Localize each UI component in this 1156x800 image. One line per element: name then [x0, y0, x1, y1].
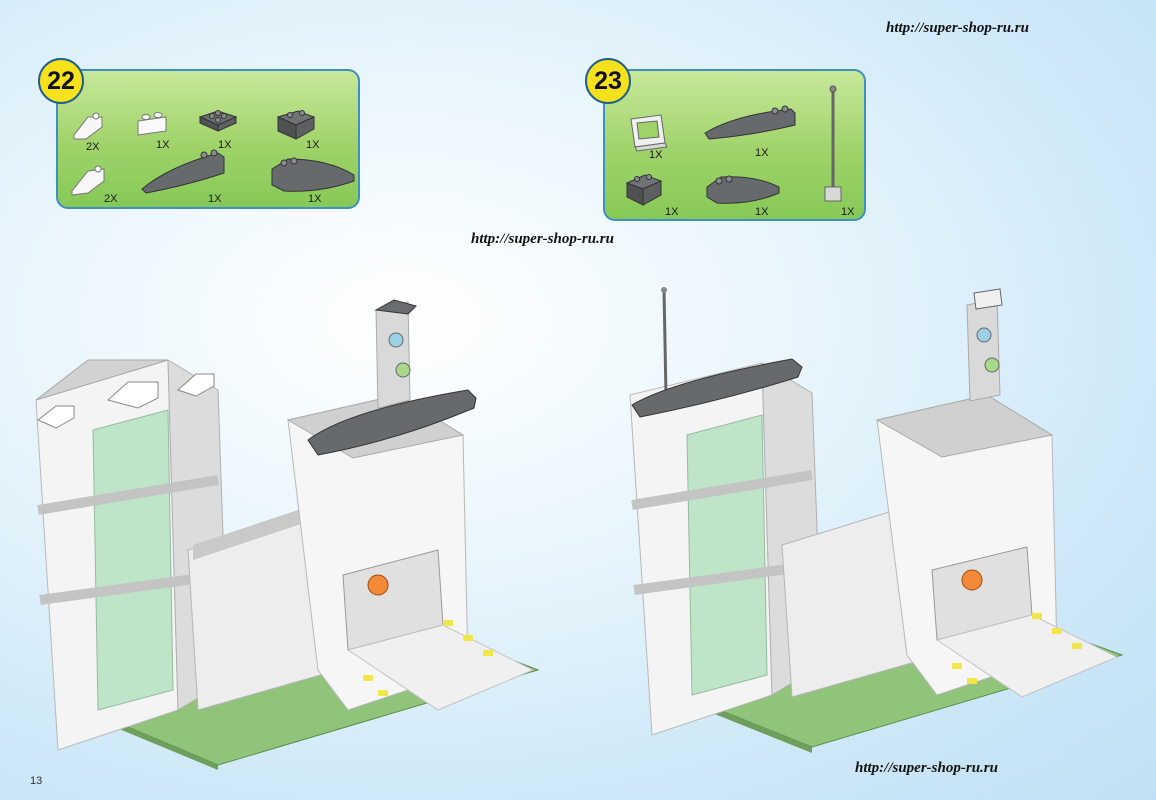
part-qty: 1X: [755, 206, 769, 218]
part-qty: 2X: [104, 193, 118, 205]
gray-wedge-left-icon: [704, 105, 796, 140]
gray-wedge-right-icon: [706, 175, 780, 204]
white-slope-brick-icon: [73, 112, 103, 140]
part-qty: 1X: [306, 139, 320, 151]
step-number-badge: 23: [585, 58, 631, 104]
page-number: 13: [30, 775, 43, 787]
gray-slope-2x2-icon: [625, 174, 663, 206]
antenna-icon: [824, 85, 842, 202]
part-qty: 2X: [86, 141, 100, 153]
white-brick-1x2-icon: [137, 112, 167, 136]
watermark-url-top: http://super-shop-ru.ru: [886, 20, 1029, 36]
part-qty: 1X: [649, 149, 663, 161]
step-number-badge: 22: [38, 58, 84, 104]
watermark-url-bottom: http://super-shop-ru.ru: [855, 760, 998, 776]
part-qty: 1X: [755, 147, 769, 159]
part-qty: 1X: [308, 193, 322, 205]
part-qty: 1X: [841, 206, 855, 218]
white-window-frame-icon: [630, 114, 668, 152]
gray-slope-2x2-icon: [276, 110, 316, 140]
gray-wedge-right-icon: [271, 157, 355, 192]
part-qty: 1X: [218, 139, 232, 151]
watermark-url-middle: http://super-shop-ru.ru: [471, 231, 614, 247]
part-qty: 1X: [156, 139, 170, 151]
model-illustration-step-22: [35, 299, 540, 770]
gray-plate-2x2-icon: [198, 110, 238, 132]
gray-wedge-left-icon: [141, 149, 225, 194]
model-illustration-step-23: [629, 287, 1124, 753]
part-qty: 1X: [665, 206, 679, 218]
step-22-parts-box: 2X 1X 1X 1X 2X 1X 1X: [56, 69, 360, 209]
step-23-parts-box: 1X 1X 1X 1X 1X: [603, 69, 866, 221]
part-qty: 1X: [208, 193, 222, 205]
white-slope-brick-icon: [71, 165, 105, 196]
